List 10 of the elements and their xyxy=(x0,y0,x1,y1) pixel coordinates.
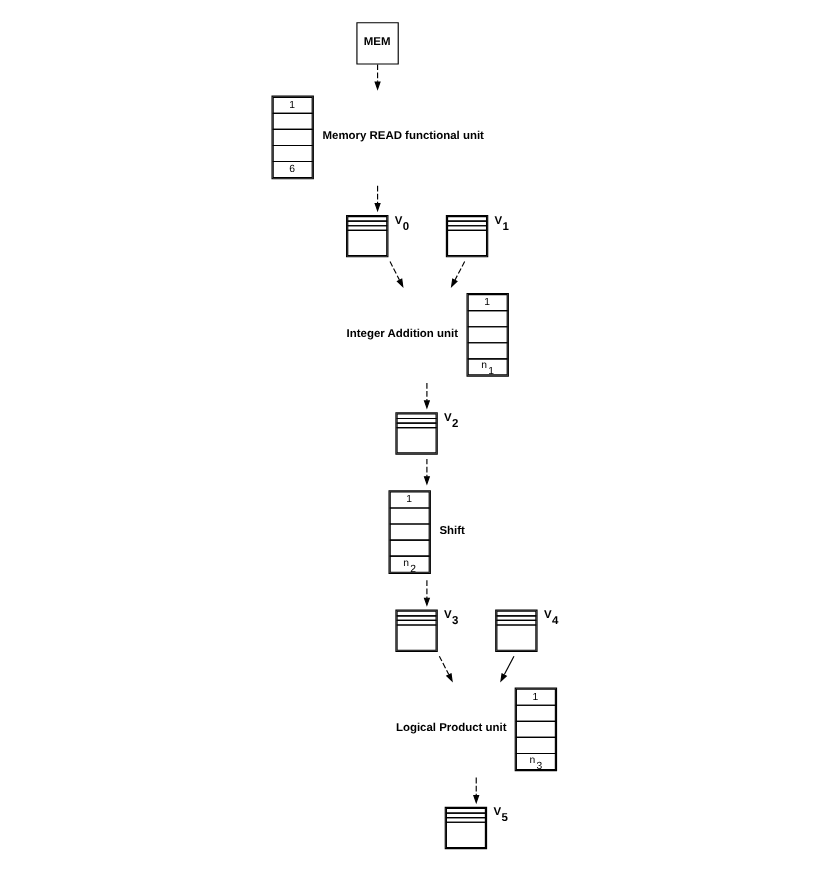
arrow xyxy=(472,777,479,805)
arrow xyxy=(499,655,514,683)
arrow xyxy=(422,458,430,486)
arrow xyxy=(388,261,403,288)
arrow xyxy=(373,63,380,91)
arrow xyxy=(422,579,430,607)
arrow xyxy=(422,382,430,410)
arrow xyxy=(373,185,380,213)
arrow xyxy=(449,261,465,288)
arrow xyxy=(437,655,452,683)
